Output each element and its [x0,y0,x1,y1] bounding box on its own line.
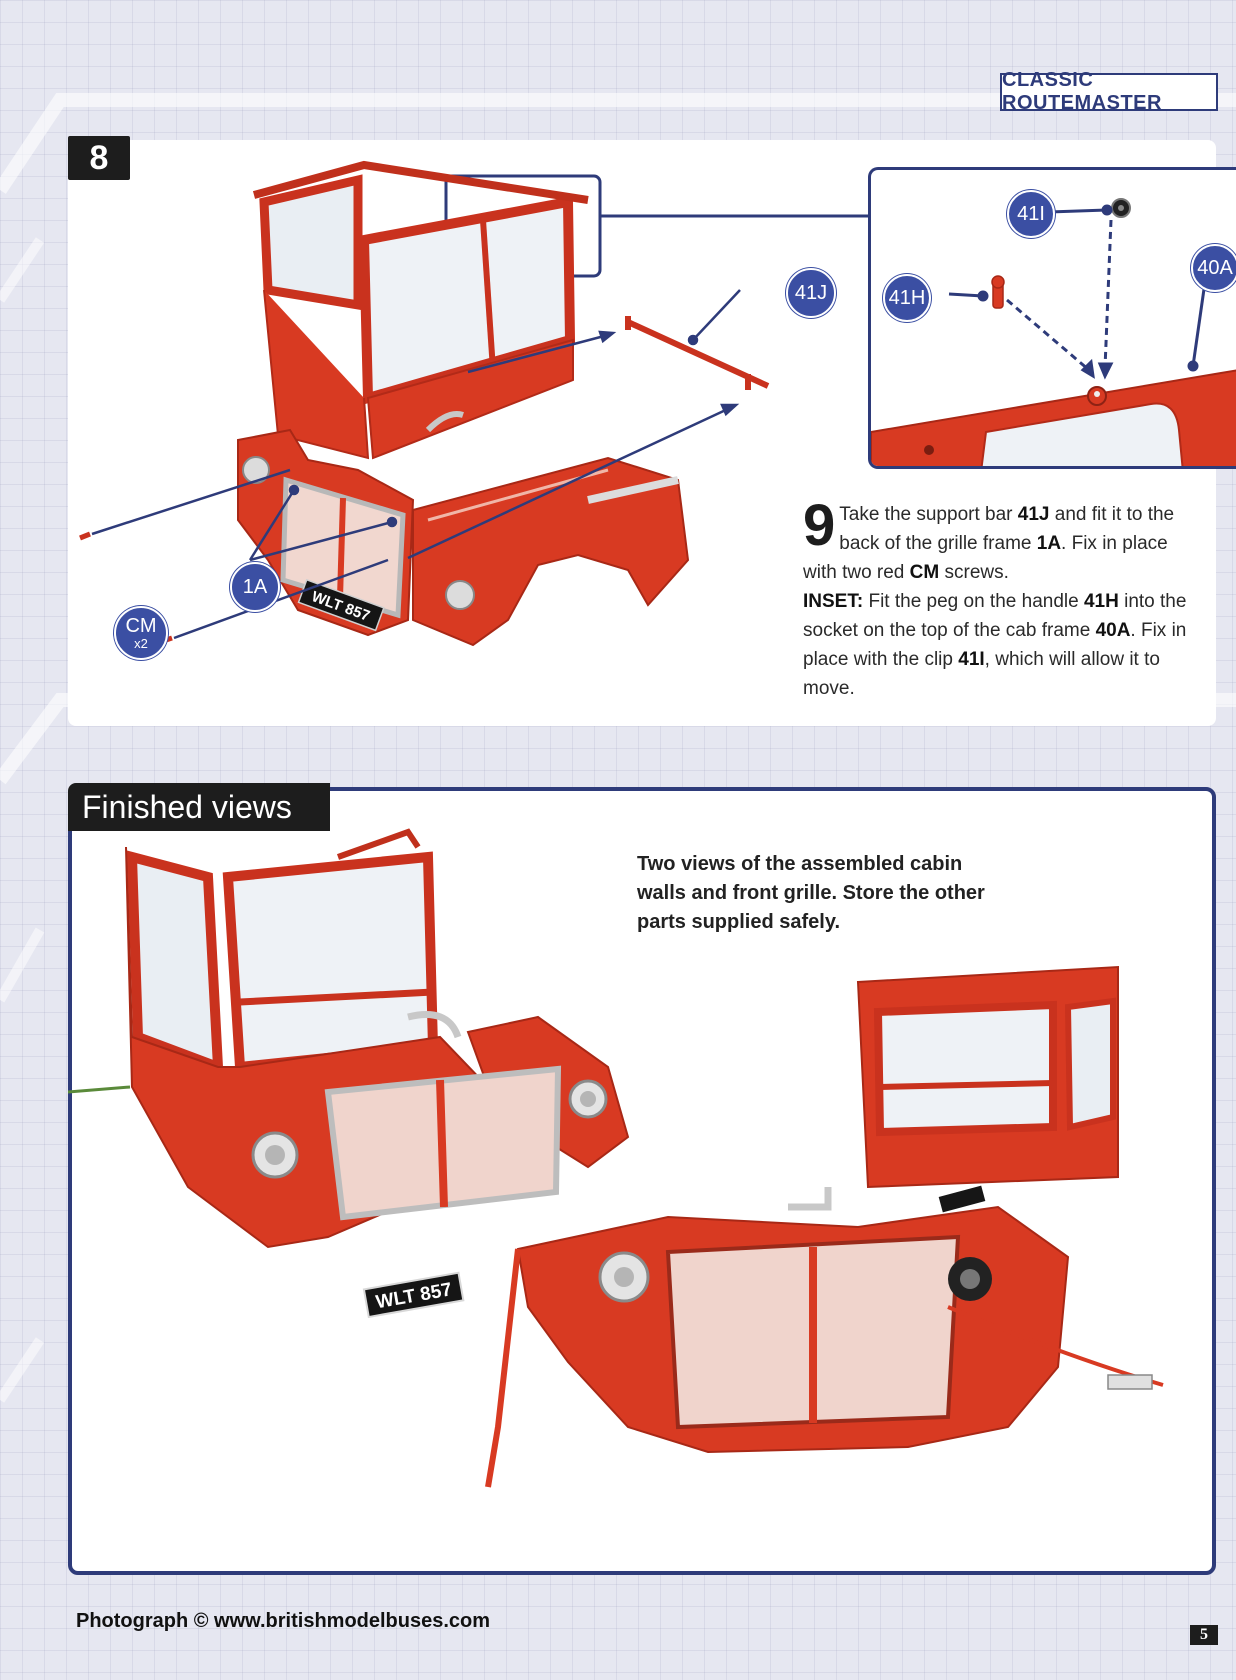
finished-rear-view [485,965,1164,1488]
callout-CM: CM x2 [114,606,168,660]
cab-frame-40A [252,160,589,460]
clip-41I [1111,198,1131,218]
inset-illustration [871,198,1236,466]
handle-41H [991,275,1005,309]
inset-text: INSET: Fit the peg on the handle 41H int… [803,591,1187,699]
support-bar-41J [625,316,770,390]
series-title: CLASSIC ROUTEMASTER [1002,69,1162,114]
callout-41J: 41J [786,268,836,318]
finished-illustration: WLT 857 [68,828,1164,1488]
inset-arrows [948,204,1207,380]
callout-41H: 41H [883,274,931,322]
grille-frame-1A: WLT 857 [237,428,415,637]
finished-front-view: WLT 857 [68,828,630,1319]
inset-box: 41I 41H 40A [868,167,1236,469]
page-number: 5 [1190,1625,1218,1645]
finished-views-caption: Two views of the assembled cabin walls a… [637,853,985,933]
step-illustration: WLT 857 [79,160,868,647]
callout-leaders [248,289,741,562]
step-9-instructions: 9 Take the support bar 41J and fit it to… [803,493,1193,703]
callout-40A: 40A [1191,244,1236,292]
series-title-badge: CLASSIC ROUTEMASTER [1000,69,1218,114]
inset-cab-frame [871,369,1236,466]
photo-credit: Photograph © www.britishmodelbuses.com [76,1610,491,1632]
front-wing [412,456,690,647]
callout-1A: 1A [230,562,280,612]
step-9-text: Take the support bar 41J and fit it to t… [803,504,1175,583]
finished-views-title: Finished views [68,783,330,831]
step-number: 8 [68,136,130,180]
step-9-digit: 9 [803,493,836,558]
callout-41I: 41I [1007,190,1055,238]
assembly-arrows [91,330,740,640]
